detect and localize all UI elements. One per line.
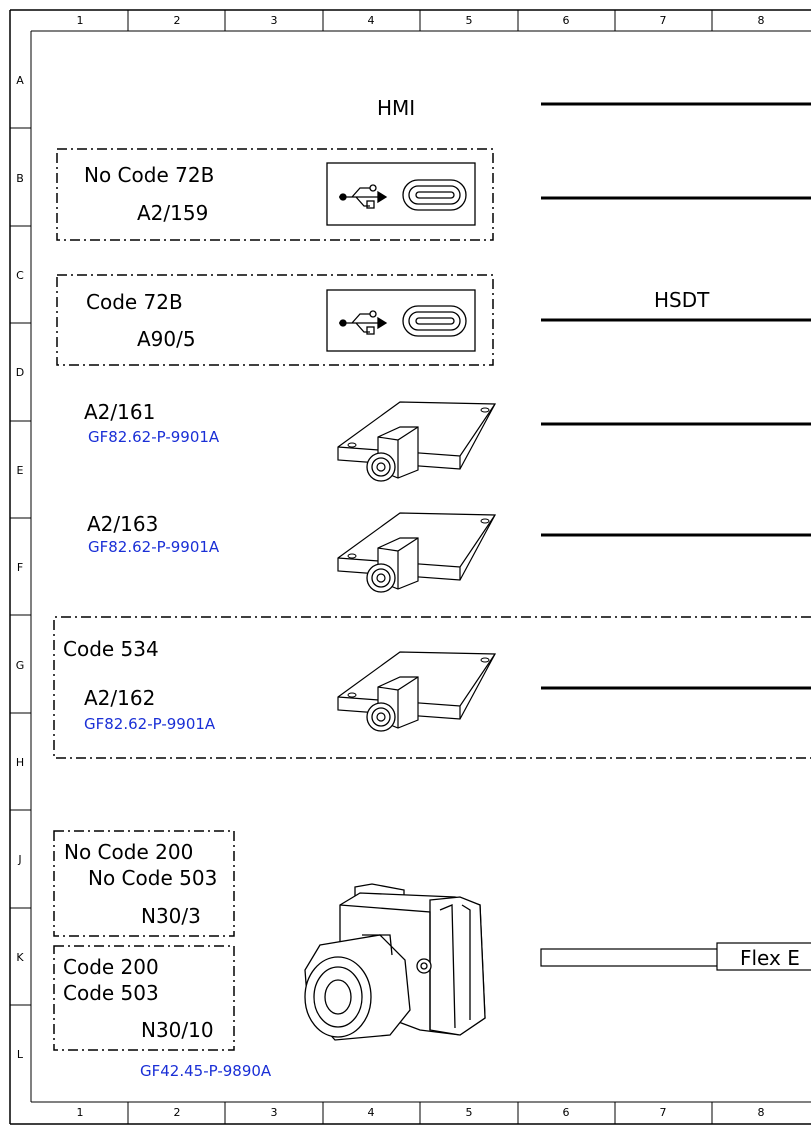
row-label: J: [18, 853, 22, 866]
component-id: A2/162: [84, 686, 156, 710]
row-label: K: [16, 951, 24, 964]
column-ticks: [127, 10, 713, 1124]
abs-hydraulic-unit-icon: [304, 883, 486, 1041]
component-id: A2/159: [137, 201, 209, 225]
usb-c-port-icon: [326, 289, 476, 352]
column-label: 2: [173, 1106, 181, 1119]
code-label: No Code 200: [64, 840, 194, 864]
code-label: No Code 72B: [84, 163, 215, 187]
usb-c-port-icon: [326, 162, 476, 226]
reference-link[interactable]: GF42.45-P-9890A: [140, 1062, 272, 1080]
code-label: Code 503: [63, 981, 159, 1005]
code-label: Code 534: [63, 637, 159, 661]
row-ticks: [10, 127, 31, 1006]
column-label: 4: [367, 1106, 375, 1119]
column-label: 3: [270, 1106, 278, 1119]
column-label: 5: [465, 14, 473, 27]
antenna-module-icon: [337, 401, 496, 482]
reference-link[interactable]: GF82.62-P-9901A: [84, 715, 216, 733]
reference-link[interactable]: GF82.62-P-9901A: [88, 428, 220, 446]
column-label: 6: [562, 1106, 570, 1119]
antenna-module-icon: [337, 512, 496, 593]
component-id: A2/161: [84, 400, 156, 424]
row-label: L: [16, 1048, 24, 1061]
box-a90-5: [56, 274, 494, 366]
flex-bus-label: Flex E: [740, 946, 800, 970]
row-label: E: [16, 464, 24, 477]
column-label: 3: [270, 14, 278, 27]
row-label: H: [15, 756, 25, 769]
code-label: Code 200: [63, 955, 159, 979]
component-id: A90/5: [137, 327, 196, 351]
row-label: G: [15, 659, 25, 672]
row-label: A: [16, 74, 24, 87]
hmi-title: HMI: [377, 96, 416, 120]
column-label: 4: [367, 14, 375, 27]
column-label: 8: [757, 1106, 765, 1119]
column-label: 8: [757, 14, 765, 27]
component-id: N30/10: [141, 1018, 214, 1042]
box-n30-10: [53, 945, 235, 1051]
antenna-module-icon: [337, 651, 496, 732]
reference-link[interactable]: GF82.62-P-9901A: [88, 538, 220, 556]
sheet-frame: [9, 9, 811, 1125]
column-label: 5: [465, 1106, 473, 1119]
column-label: 1: [76, 14, 84, 27]
column-label: 7: [659, 14, 667, 27]
row-label: B: [16, 172, 24, 185]
component-id: A2/163: [87, 512, 159, 536]
code-label: Code 72B: [86, 290, 183, 314]
flex-bus: [540, 942, 811, 971]
column-label: 2: [173, 14, 181, 27]
box-code-534: [53, 616, 811, 759]
box-a2-159: [56, 148, 494, 241]
row-label: C: [16, 269, 24, 282]
column-label: 6: [562, 14, 570, 27]
column-label: 1: [76, 1106, 84, 1119]
column-label: 7: [659, 1106, 667, 1119]
code-label: No Code 503: [88, 866, 218, 890]
row-label: F: [16, 561, 24, 574]
box-n30-3: [53, 830, 235, 937]
component-id: N30/3: [141, 904, 201, 928]
hsdt-title: HSDT: [654, 288, 710, 312]
row-label: D: [15, 366, 25, 379]
